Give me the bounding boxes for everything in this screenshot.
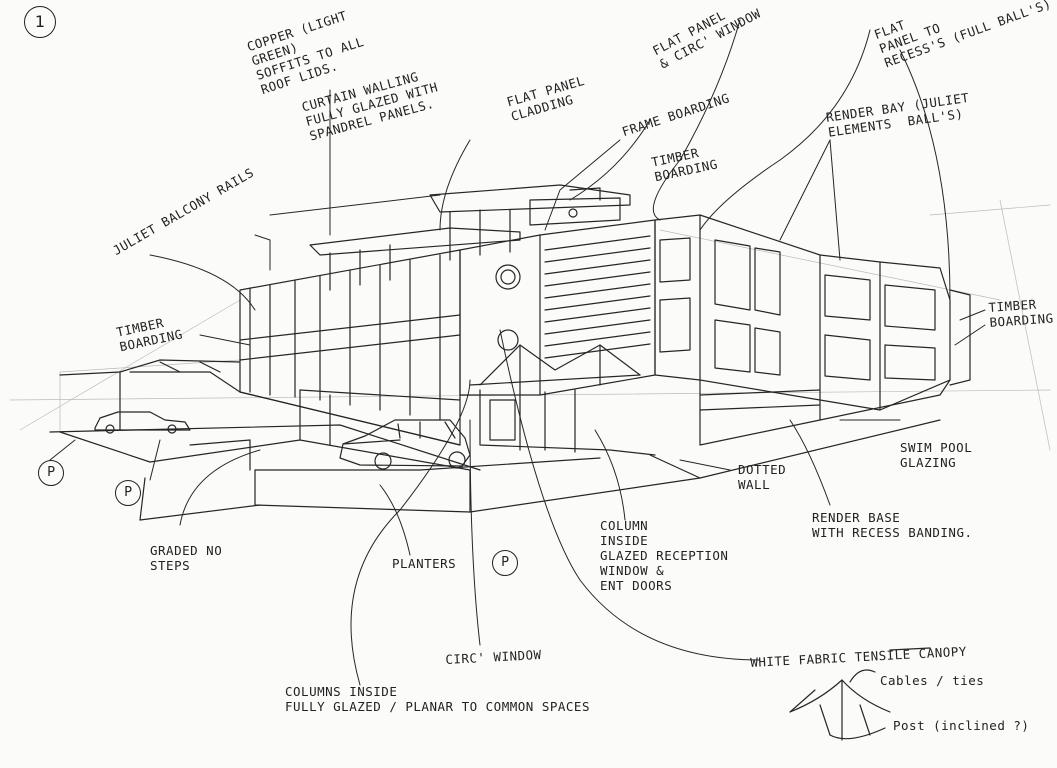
note-planters: PLANTERS bbox=[392, 556, 457, 571]
roof-lids bbox=[309, 184, 631, 291]
note-cables-ties: Cables / ties bbox=[880, 673, 985, 688]
note-columns-inside: COLUMNS INSIDE FULLY GLAZED / PLANAR TO … bbox=[285, 684, 590, 714]
leader-lines bbox=[49, 19, 986, 686]
car-small bbox=[94, 411, 191, 434]
canopy-detail bbox=[789, 647, 931, 741]
note-column-reception: COLUMN INSIDE GLAZED RECEPTION WINDOW & … bbox=[600, 518, 729, 593]
parking-marker: P bbox=[115, 480, 141, 506]
note-graded-steps: GRADED NO STEPS bbox=[150, 543, 223, 573]
timber-block bbox=[459, 208, 656, 396]
note-dotted-wall: DOTTED WALL bbox=[738, 462, 787, 492]
curtain-wall-block bbox=[239, 249, 461, 446]
site-ground bbox=[49, 419, 941, 521]
car-suv bbox=[339, 419, 471, 470]
left-annex bbox=[59, 359, 241, 431]
note-swim-pool-glazing: SWIM POOL GLAZING bbox=[900, 440, 973, 470]
note-timber-boarding-right: TIMBER BOARDING bbox=[988, 296, 1055, 330]
note-post-inclined: Post (inclined ?) bbox=[893, 718, 1030, 733]
parking-marker: P bbox=[38, 460, 64, 486]
parking-marker: P bbox=[492, 550, 518, 576]
page-number: 1 bbox=[24, 6, 56, 38]
reception-canopy bbox=[469, 344, 656, 456]
right-building bbox=[654, 214, 971, 446]
note-render-base: RENDER BASE WITH RECESS BANDING. bbox=[812, 510, 973, 540]
